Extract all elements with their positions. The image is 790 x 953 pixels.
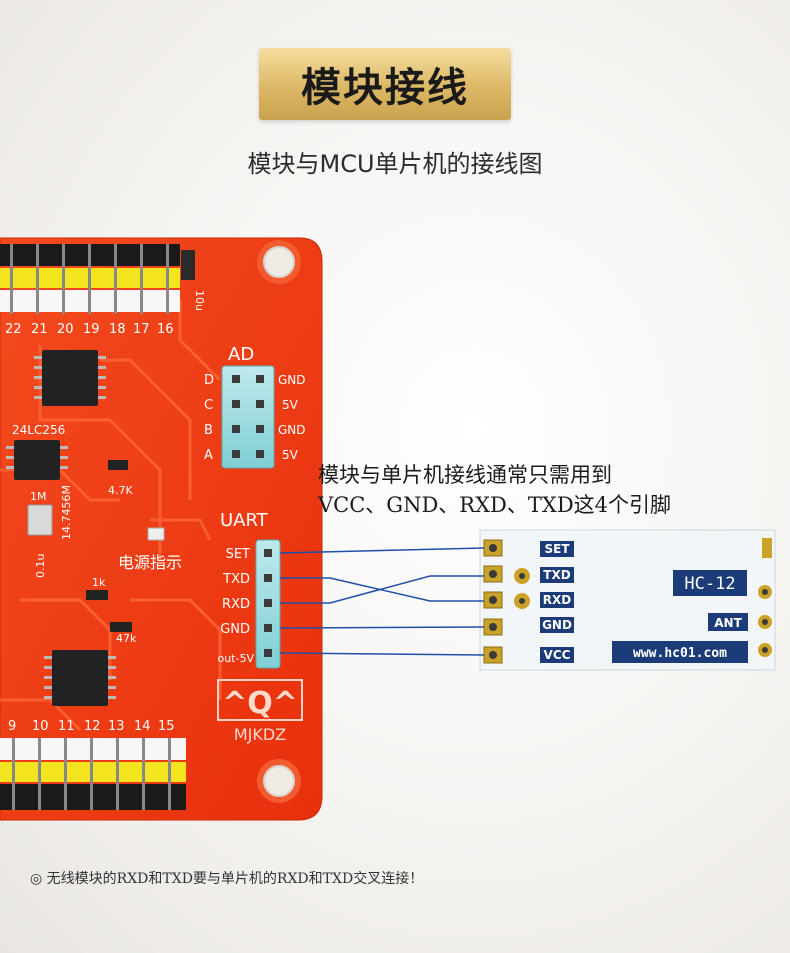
uart-label: UART (220, 510, 269, 531)
board-traces (0, 300, 222, 732)
wire-gnd (279, 626, 485, 629)
ad-pin-label: GND (278, 373, 306, 387)
uart-pin-set: SET (226, 547, 250, 562)
ad-pin-label: 5V (282, 398, 299, 412)
pin-number: 21 (31, 322, 48, 337)
module-model: HC-12 (684, 574, 735, 594)
crystal-label: 14.7456M (60, 485, 73, 540)
pin-number: 16 (157, 322, 174, 337)
page-title: 模块接线 (301, 65, 469, 111)
pin-number: 10 (32, 719, 49, 734)
pin-number: 19 (83, 322, 100, 337)
mounting-hole-bottom (257, 759, 301, 803)
ad-pin-label: D (204, 373, 214, 388)
power-led (147, 527, 165, 541)
ad-pin-label: C (204, 398, 213, 413)
resistor-label: 1k (92, 576, 106, 589)
antenna-pads (758, 538, 772, 657)
ad-pin-label: B (204, 423, 213, 438)
resistor (86, 590, 108, 600)
pin-number: 13 (108, 719, 125, 734)
ad-pin-header (221, 365, 275, 469)
mcu-board: 22 21 20 19 18 17 16 10u 24LC256 4.7K (0, 237, 323, 821)
logo-text: ^Q^ (222, 686, 298, 721)
wiring-note-line2: VCC、GND、RXD、TXD这4个引脚 (318, 493, 672, 517)
ad-pin-label: 5V (282, 448, 299, 462)
top-pin-header (0, 244, 195, 314)
wire-vcc (279, 652, 485, 656)
wiring-note-line1: 模块与单片机接线通常只需用到 (318, 463, 612, 487)
chip-lower (44, 650, 116, 706)
module-pin-labels: SET TXD RXD GND VCC (540, 541, 574, 663)
module-pin-vcc: VCC (544, 648, 571, 662)
module-url: www.hc01.com (633, 646, 727, 661)
ad-label: AD (228, 344, 254, 365)
wire-rxd-to-txd (280, 575, 484, 604)
module-pin-set: SET (544, 542, 570, 556)
pin-number: 18 (109, 322, 126, 337)
side-label: 10u (193, 290, 206, 311)
ad-pin-label: A (204, 448, 213, 463)
resistor-label: 1M (30, 490, 47, 503)
chip-upper (34, 350, 106, 406)
pin-number: 9 (8, 719, 16, 734)
module-pin-gnd: GND (542, 618, 572, 632)
module-pins (483, 539, 503, 664)
pin-number: 15 (158, 719, 175, 734)
eeprom-chip (6, 440, 68, 480)
pin-number: 20 (57, 322, 74, 337)
resistor (108, 460, 128, 470)
wiring-note: 模块与单片机接线通常只需用到 VCC、GND、RXD、TXD这4个引脚 (318, 460, 671, 520)
resistor (110, 622, 132, 632)
connection-wires (279, 547, 485, 656)
title-banner: 模块接线 (259, 48, 511, 120)
crystal (27, 504, 53, 536)
ad-left-labels: D C B A (204, 373, 214, 463)
pin-number: 17 (133, 322, 150, 337)
module-pin-rxd: RXD (543, 593, 571, 607)
uart-pin-5v: out-5V (217, 652, 254, 665)
uart-pin-txd: TXD (222, 572, 250, 587)
power-indicator-label: 电源指示 (118, 553, 182, 572)
pin-number: 12 (84, 719, 101, 734)
brand-text: MJKDZ (234, 725, 286, 744)
hc12-module: SET TXD RXD GND VCC HC-12 ANT www.hc01.c… (479, 529, 776, 671)
ad-right-labels: GND 5V GND 5V (278, 373, 306, 462)
chip-label: 24LC256 (12, 423, 65, 437)
model-badge (673, 570, 747, 596)
brand-logo: ^Q^ MJKDZ (217, 679, 303, 744)
mounting-hole-top (257, 240, 301, 284)
capacitor-label: 0.1u (34, 554, 47, 578)
ant-label: ANT (714, 616, 742, 630)
module-pin-txd: TXD (543, 568, 570, 582)
page-subtitle: 模块与MCU单片机的接线图 (247, 150, 543, 178)
bottom-pin-header (0, 738, 186, 810)
uart-pin-header (255, 539, 281, 669)
bottom-pin-numbers: 9 10 11 12 13 14 15 (8, 719, 175, 734)
pin-number: 11 (58, 719, 75, 734)
resistor-label: 4.7K (108, 484, 133, 497)
uart-pin-gnd: GND (220, 622, 250, 637)
ad-pin-label: GND (278, 423, 306, 437)
footer-note: ◎ 无线模块的RXD和TXD要与单片机的RXD和TXD交叉连接！ (30, 871, 424, 887)
pin-number: 14 (134, 719, 151, 734)
top-pin-numbers: 22 21 20 19 18 17 16 (5, 322, 174, 337)
resistor-label: 47k (116, 632, 137, 645)
ant-badge (708, 613, 748, 631)
url-badge (612, 641, 748, 663)
uart-pin-rxd: RXD (222, 597, 250, 612)
wire-set (279, 547, 485, 554)
uart-pin-labels: SET TXD RXD GND out-5V (217, 547, 254, 665)
pin-number: 22 (5, 322, 22, 337)
